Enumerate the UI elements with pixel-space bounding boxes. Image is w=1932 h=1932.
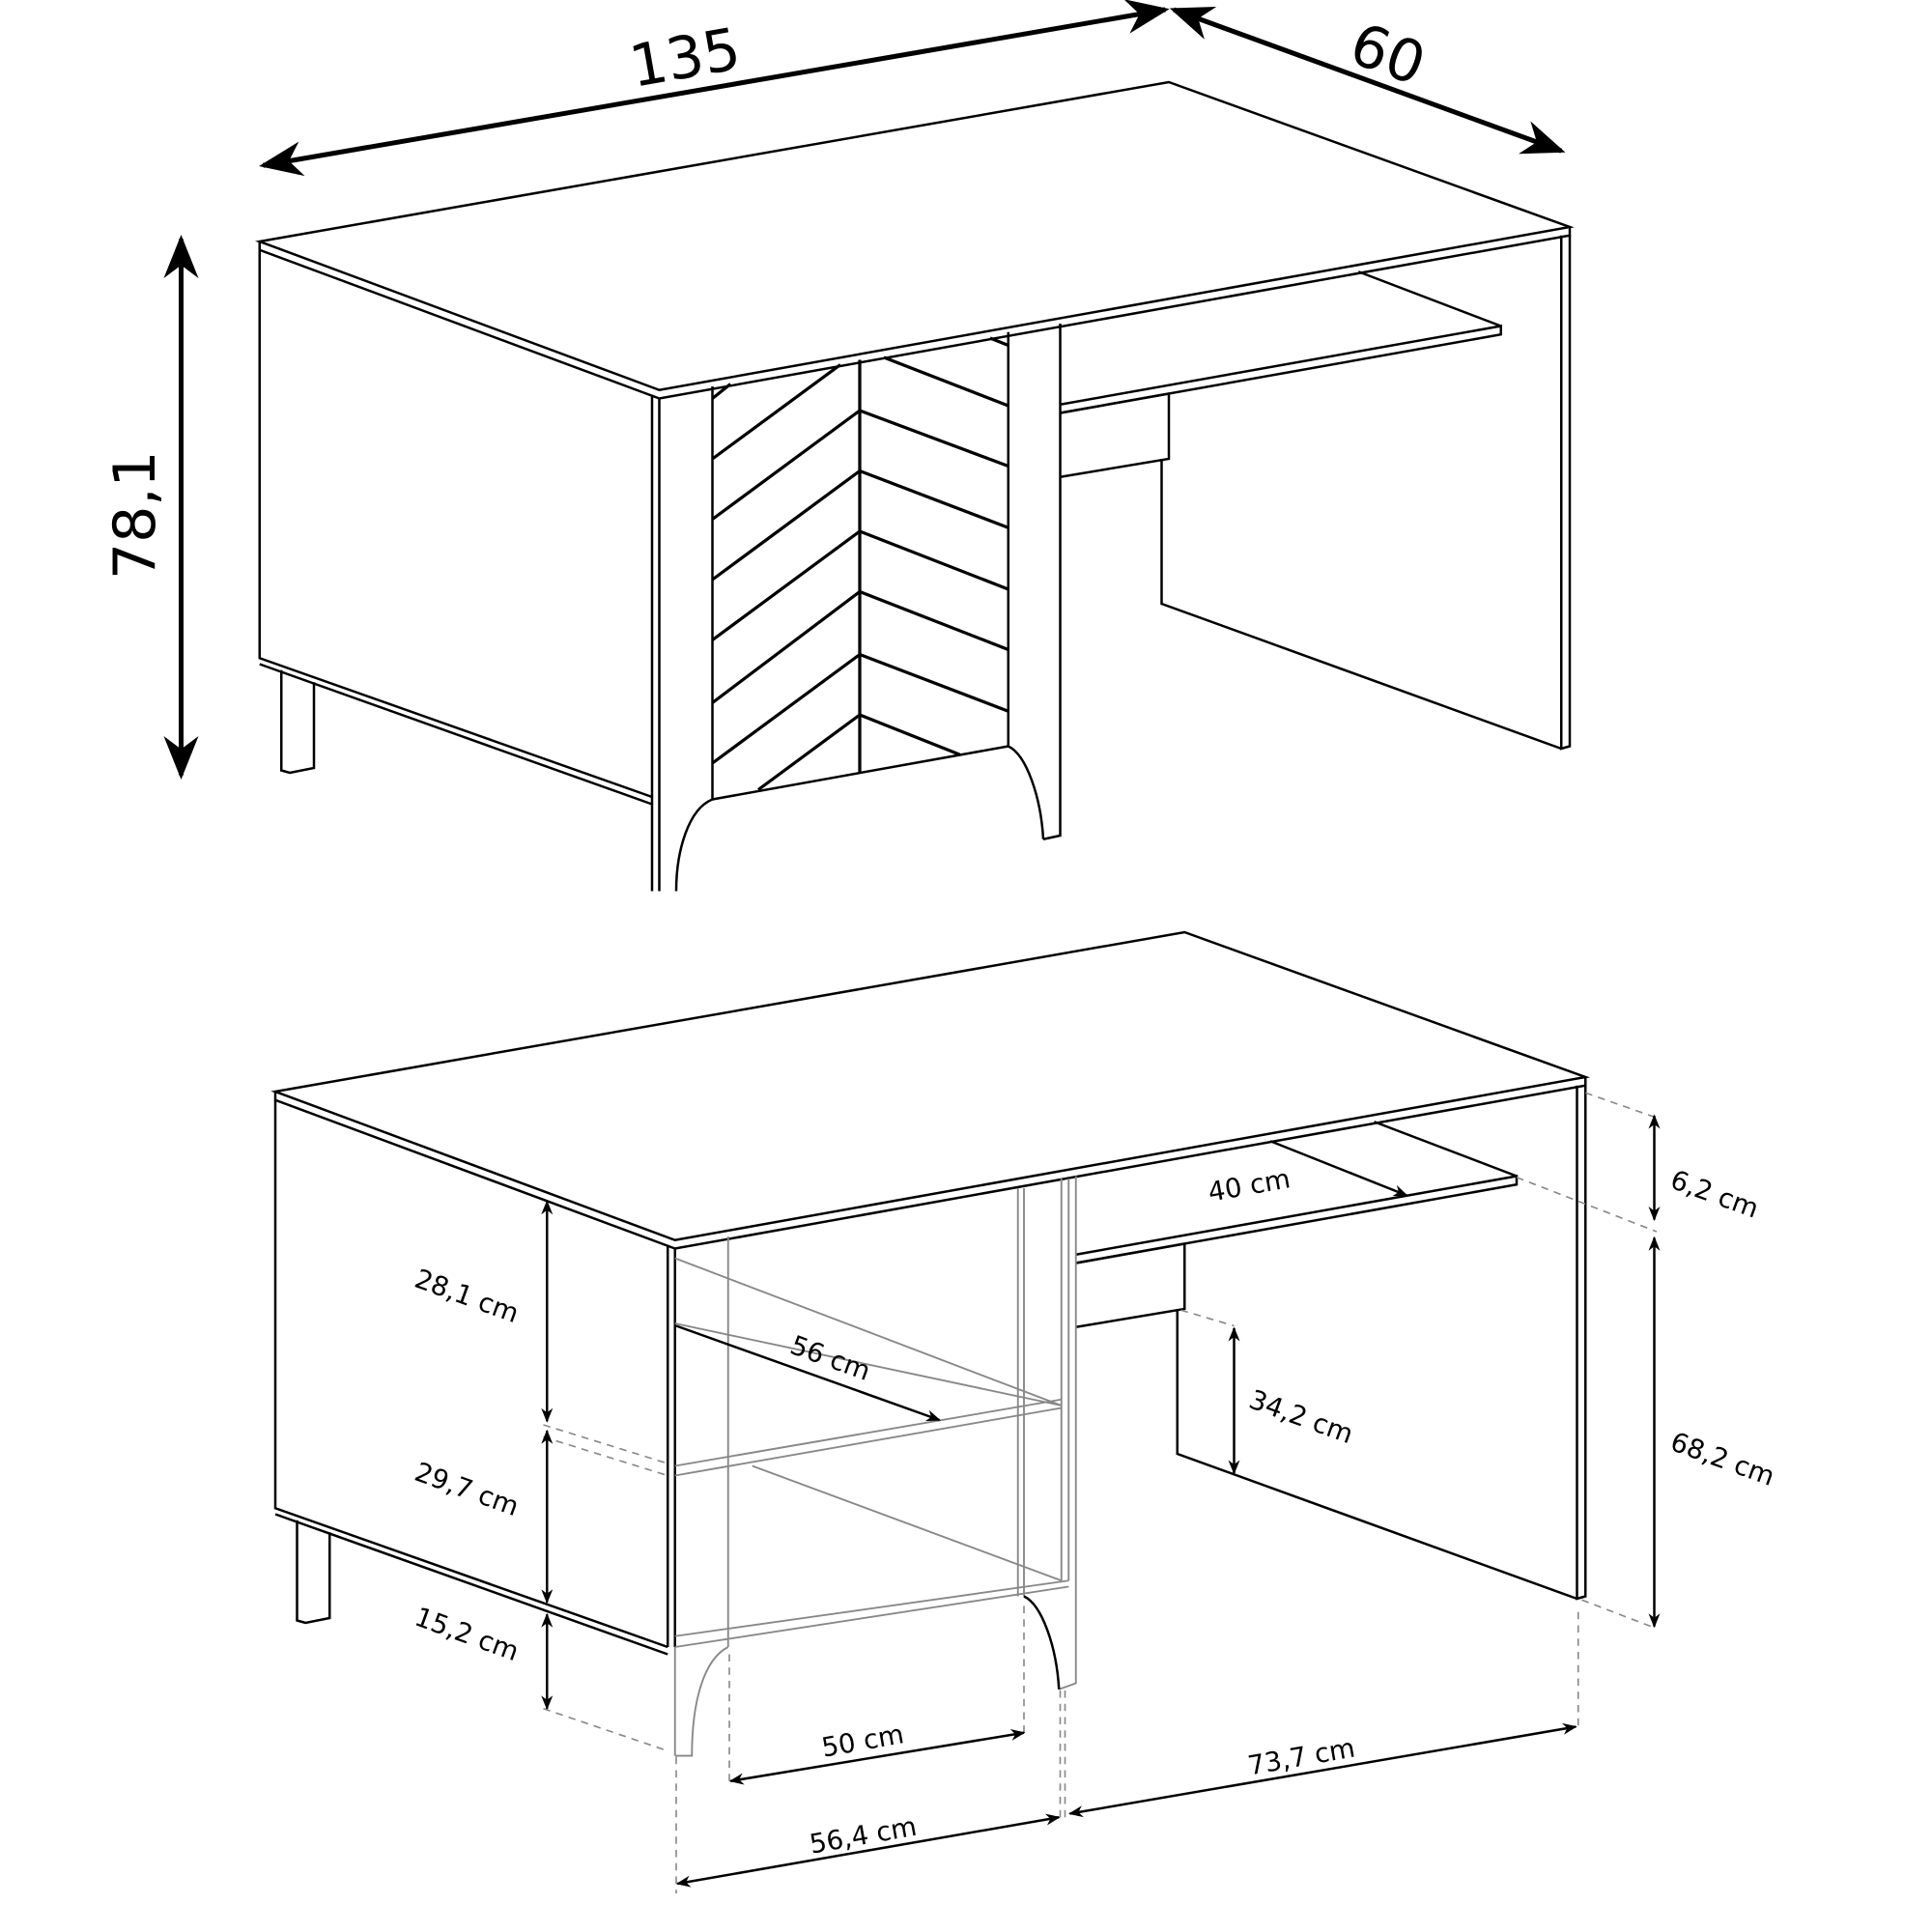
dim-34-2cm: 34,2 cm xyxy=(1245,1384,1357,1450)
dim-50cm: 50 cm xyxy=(819,1719,906,1763)
depth-label: 60 xyxy=(1342,11,1435,99)
width-arrow xyxy=(259,0,1170,177)
dim-15-2cm: 15,2 cm xyxy=(411,1602,523,1667)
dim-6-2cm: 6,2 cm xyxy=(1666,1164,1763,1224)
dim-40cm: 40 cm xyxy=(1206,1163,1293,1208)
dim-56cm: 56 cm xyxy=(786,1330,874,1387)
dim-29-7cm: 29,7 cm xyxy=(411,1457,523,1522)
top-desk-drawing xyxy=(258,80,1572,893)
bottom-desk-drawing xyxy=(270,930,1591,1757)
bottom-dimensions: 40 cm 6,2 cm 28,1 cm 56 cm 34,2 cm 68,2 … xyxy=(411,1092,1778,1893)
dim-28-1cm: 28,1 cm xyxy=(411,1264,523,1329)
width-label: 135 xyxy=(625,15,746,101)
chevron-pattern xyxy=(711,336,1009,791)
height-label: 78,1 xyxy=(101,450,169,580)
dim-56-4cm: 56,4 cm xyxy=(808,1811,920,1861)
dim-68-2cm: 68,2 cm xyxy=(1666,1427,1778,1492)
depth-arrow xyxy=(1169,6,1566,155)
